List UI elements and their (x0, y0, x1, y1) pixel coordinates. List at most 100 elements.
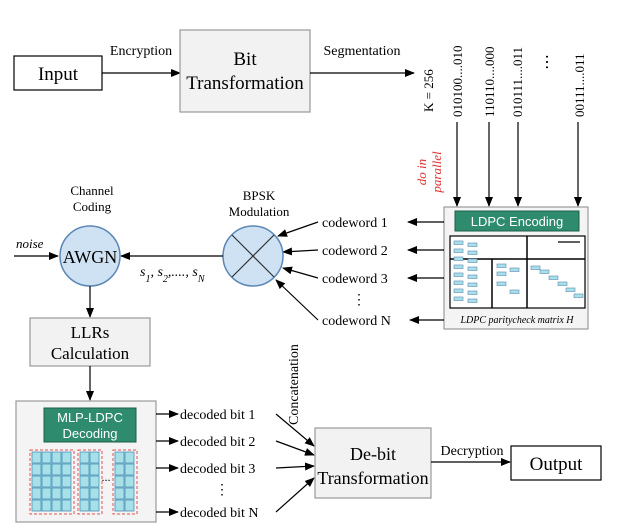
parity-matrix-content (450, 236, 585, 308)
mlp-neuron-cell (51, 463, 62, 476)
mlp-neuron-cell (31, 463, 42, 476)
debit-label-2: Transformation (317, 468, 428, 488)
decoded-n-to-debit (275, 477, 315, 513)
decoded-bit-2: decoded bit 2 (180, 435, 255, 450)
output-box (510, 445, 602, 481)
matrix-block (530, 265, 541, 270)
parity-caption: LDPC paritycheck matrix H (459, 315, 574, 326)
matrix-block (453, 256, 464, 261)
matrix-block (467, 290, 478, 295)
bpsk-label-1: BPSK (243, 188, 276, 203)
matrix-block (453, 248, 464, 253)
matrix-block (453, 272, 464, 277)
noise-label: noise (16, 236, 44, 251)
mlp-neuron-cell (61, 475, 72, 488)
decoded-bits: decoded bit 1 decoded bit 2 decoded bit … (180, 408, 259, 521)
bpsk-cross-2 (231, 234, 275, 278)
mlp-neuron-cell (79, 475, 90, 488)
bpsk-label-2: Modulation (229, 204, 290, 219)
mlp-neuron-cell (114, 451, 125, 464)
decryption-label: Decryption (441, 444, 504, 459)
mlp-neuron-cell (51, 451, 62, 464)
matrix-block (509, 267, 520, 272)
parity-matrix (449, 235, 586, 309)
codeword-1: codeword 1 (322, 216, 388, 231)
matrix-block (496, 271, 507, 276)
codeword-2-to-bpsk (282, 247, 319, 256)
codeword-n: codeword N (322, 314, 391, 329)
mlp-neuron-cell (41, 463, 52, 476)
codeword-3: codeword 3 (322, 272, 388, 287)
symbols-label: s1, s2,...., sN (140, 265, 206, 285)
matrix-block (467, 258, 478, 263)
mlp-neuron-cell (79, 463, 90, 476)
mlp-ldpc-label-1: MLP-LDPC (57, 410, 123, 425)
bit-segment-2: 110110....000 (482, 46, 497, 117)
mlp-neuron-cell (61, 463, 72, 476)
ldpc-encoding-label: LDPC Encoding (471, 214, 564, 229)
mlp-neuron-cell (61, 487, 72, 500)
do-in-parallel-2: parallel (429, 151, 444, 194)
llrs-box (29, 317, 151, 367)
matrix-block (467, 242, 478, 247)
matrix-block (467, 266, 478, 271)
codeword-dots: ⋮ (352, 293, 366, 308)
decoded-2-to-debit (275, 440, 315, 456)
mlp-neuron-cell (89, 487, 100, 500)
k-label: K = 256 (421, 69, 436, 112)
mlp-neuron-cell (41, 475, 52, 488)
ldpc-encoding-header (454, 210, 580, 232)
codeword-1-to-bpsk (277, 221, 319, 237)
decoded-bit-dots: ⋮ (215, 483, 229, 498)
bit-segments: 010100....010 110110....000 010111....01… (450, 46, 587, 118)
mlp-neuron-cell (51, 475, 62, 488)
mlp-layer-frame (29, 449, 75, 515)
matrix-block (509, 289, 520, 294)
bit-segment-dots: ⋯ (539, 54, 556, 70)
codeword-3-to-bpsk (282, 266, 319, 279)
matrix-block (467, 250, 478, 255)
mlp-neuron-cell (51, 499, 62, 512)
segmentation-label: Segmentation (324, 44, 401, 59)
matrix-block (548, 275, 559, 280)
input-box (13, 55, 103, 91)
mlp-neuron-cell (114, 499, 125, 512)
mlp-neuron-cell (89, 451, 100, 464)
mlp-neuron-cell (31, 475, 42, 488)
decoded-3-to-debit (275, 462, 315, 471)
mlp-neuron-cell (51, 487, 62, 500)
mlp-neuron-cell (114, 475, 125, 488)
matrix-block (453, 296, 464, 301)
decoded-1-to-debit (275, 413, 315, 447)
debit-box (314, 427, 432, 499)
mlp-neuron-cell (31, 499, 42, 512)
decoded-bit-n: decoded bit N (180, 506, 259, 521)
matrix-block (565, 287, 576, 292)
mlp-layer-frame (77, 449, 103, 515)
matrix-block (467, 298, 478, 303)
mlp-neuron-cell (124, 499, 135, 512)
matrix-block (453, 240, 464, 245)
do-in-parallel-1: do in (414, 159, 429, 185)
mlp-neuron-cell (41, 499, 52, 512)
bit-transformation-box (179, 29, 311, 113)
matrix-block (453, 280, 464, 285)
mlp-neuron-cell (124, 451, 135, 464)
bit-segment-n: 00111....011 (572, 53, 587, 117)
mlp-neuron-cell (31, 487, 42, 500)
mlp-layers (29, 449, 138, 515)
bit-transformation-label-2: Transformation (186, 73, 304, 94)
mlp-ldpc-header (43, 407, 137, 443)
mlp-ldpc-label-2: Decoding (63, 426, 118, 441)
decoded-bit-1: decoded bit 1 (180, 408, 255, 423)
matrix-block (496, 263, 507, 268)
channel-coding-label-2: Coding (73, 199, 112, 214)
mlp-neuron-cell (61, 499, 72, 512)
mlp-layer-frame (112, 449, 138, 515)
matrix-block (453, 264, 464, 269)
mlp-neuron-cell (89, 475, 100, 488)
mlp-neuron-cell (114, 487, 125, 500)
codewords: codeword 1 codeword 2 codeword 3 ⋮ codew… (322, 216, 391, 329)
bit-segment-1: 010100....010 (450, 46, 465, 118)
